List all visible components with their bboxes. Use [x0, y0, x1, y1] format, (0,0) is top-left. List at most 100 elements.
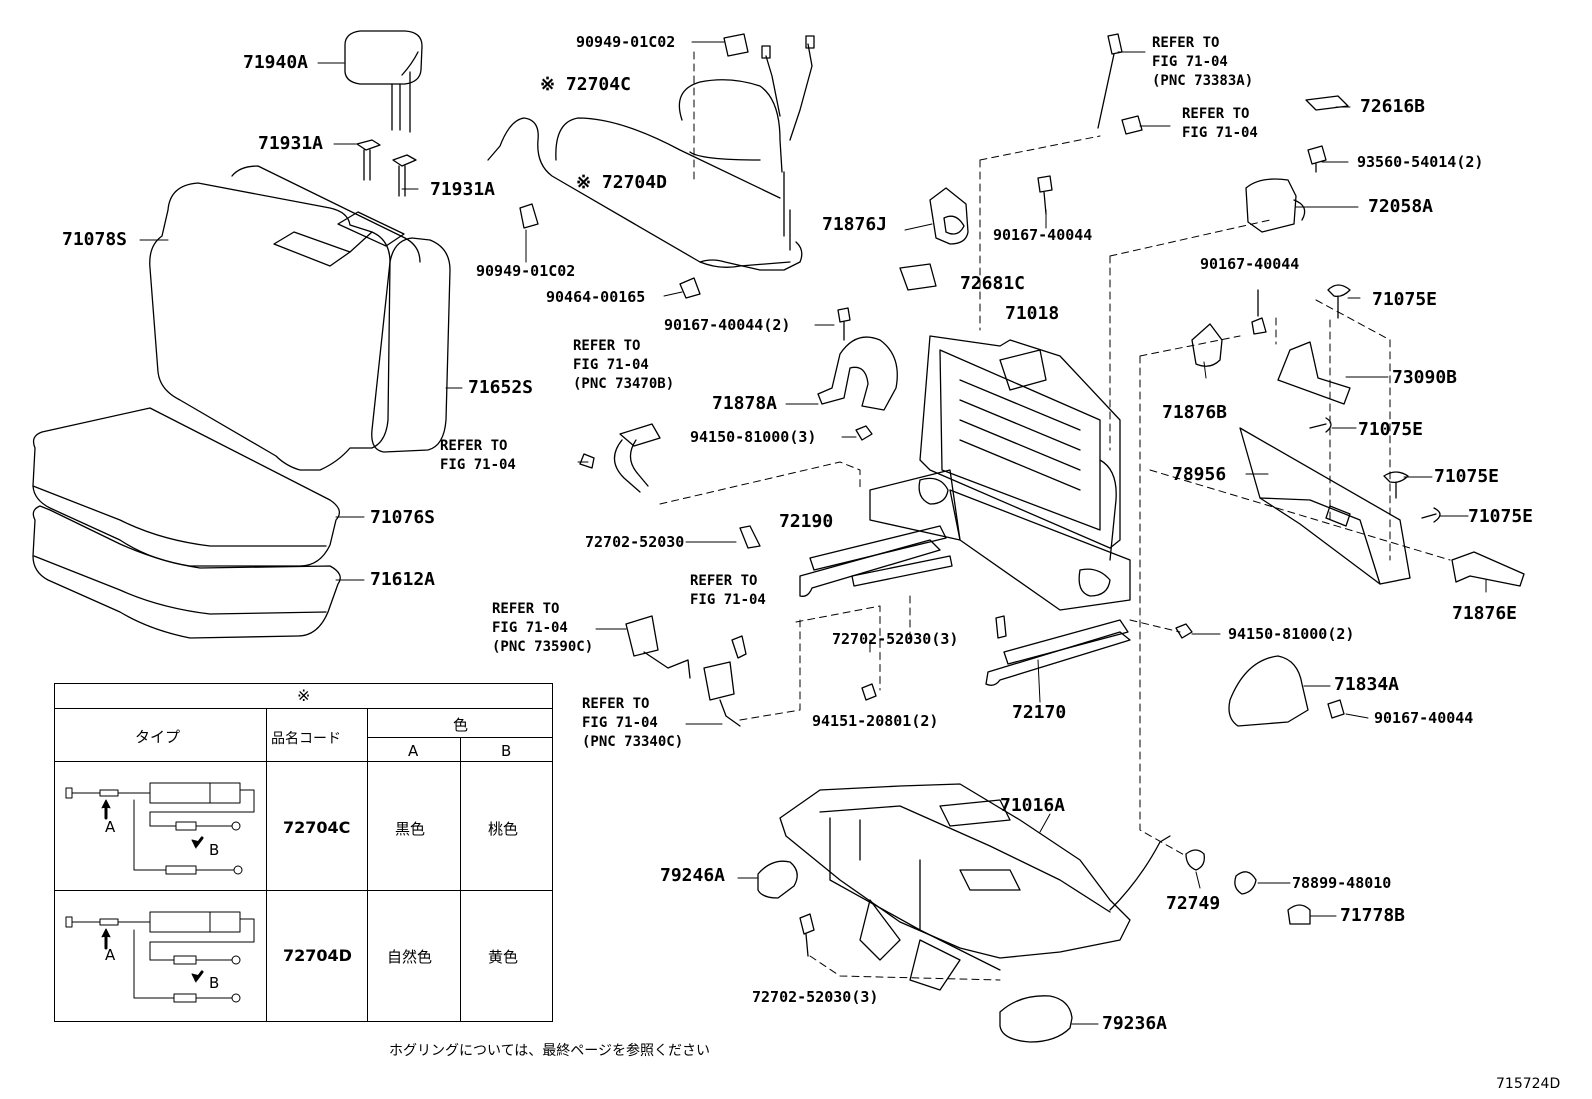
part-label-71075E-4: 71075E — [1468, 506, 1534, 527]
legend-header-type: タイプ — [135, 728, 181, 746]
seat-cushion-71076S — [32, 407, 341, 567]
refer-to-fig-71-04-mid[interactable]: REFER TO FIG 71-04 — [690, 573, 766, 608]
legend-header-code: 品名コード — [271, 731, 341, 747]
legend-mark-a-row2: A — [105, 946, 116, 964]
part-label-79246A: 79246A — [660, 865, 726, 886]
plate-72616B — [1305, 95, 1349, 111]
part-label-78899: 78899-48010 — [1292, 874, 1392, 892]
cover-72681C — [899, 263, 937, 291]
seat-rail-72190 — [739, 525, 953, 597]
legend-rule — [55, 761, 552, 762]
screw-93560 — [1307, 145, 1327, 173]
part-label-72704C: ※ 72704C — [540, 74, 631, 95]
legend-rule — [55, 890, 552, 891]
legend-rule — [55, 708, 552, 709]
bracket-73090B — [1277, 341, 1351, 405]
legend-rule — [367, 737, 552, 738]
part-label-71075E-2: 71075E — [1358, 419, 1424, 440]
part-label-78956: 78956 — [1172, 464, 1227, 485]
part-label-71018: 71018 — [1005, 303, 1060, 324]
part-label-71876B: 71876B — [1162, 402, 1228, 423]
part-label-71876J: 71876J — [822, 214, 888, 235]
legend-rule — [266, 708, 267, 1021]
part-label-71612A: 71612A — [370, 569, 436, 590]
headrest-guide-71931A — [356, 139, 417, 197]
part-label-90167-b: 90167-40044 — [1200, 255, 1300, 273]
part-label-90949-bottom: 90949-01C02 — [476, 262, 576, 280]
cover-79236A — [999, 995, 1073, 1043]
refer-to-73590C[interactable]: REFER TO FIG 71-04 (PNC 73590C) — [492, 601, 594, 655]
seatback-71078S — [149, 165, 421, 471]
legend-color-b-row1: 桃色 — [488, 820, 519, 838]
part-label-72702-a: 72702-52030 — [585, 533, 685, 551]
part-label-94150-x2: 94150-81000(2) — [1228, 625, 1355, 643]
part-label-79236A: 79236A — [1102, 1013, 1168, 1034]
part-label-72702-x3-b: 72702-52030(3) — [752, 988, 879, 1006]
legend-color-a-row2: 自然色 — [387, 948, 433, 966]
refer-to-73470B[interactable]: REFER TO FIG 71-04 (PNC 73470B) — [573, 338, 675, 392]
refer-to-fig-71-04-left[interactable]: REFER TO FIG 71-04 — [440, 438, 516, 473]
refer-to-73340C[interactable]: REFER TO FIG 71-04 (PNC 73340C) — [582, 696, 684, 750]
part-label-71834A: 71834A — [1334, 674, 1400, 695]
part-label-90167-x2: 90167-40044(2) — [664, 316, 791, 334]
legend-type-icon-72704D — [65, 911, 255, 1003]
part-label-94151-x2: 94151-20801(2) — [812, 712, 939, 730]
part-label-94150-x3: 94150-81000(3) — [690, 428, 817, 446]
part-label-71940A: 71940A — [243, 52, 309, 73]
legend-header-color: 色 — [453, 716, 469, 734]
part-label-71876E: 71876E — [1452, 603, 1518, 624]
part-label-72616B: 72616B — [1360, 96, 1426, 117]
legend-mark-b-row1: B — [209, 841, 220, 859]
rail-78956 — [1239, 427, 1411, 585]
cover-72058A — [1245, 178, 1306, 233]
refer-to-fig-71-04-top[interactable]: REFER TO FIG 71-04 — [1182, 106, 1258, 141]
seatbelt-73470B — [579, 423, 661, 493]
refer-to-73383A[interactable]: REFER TO FIG 71-04 (PNC 73383A) — [1152, 35, 1254, 89]
bracket-71878A — [817, 307, 898, 411]
headrest-71940A — [344, 30, 423, 133]
leader-lines — [139, 41, 1487, 1025]
buckle-73590C — [625, 615, 691, 679]
part-label-71076S: 71076S — [370, 507, 436, 528]
cover-71834A — [1228, 655, 1345, 727]
nuts — [855, 425, 1193, 701]
seat-frame-71018 — [869, 335, 1131, 611]
part-label-73090B: 73090B — [1392, 367, 1458, 388]
part-label-93560: 93560-54014(2) — [1357, 153, 1484, 171]
part-label-71878A: 71878A — [712, 393, 778, 414]
part-label-72058A: 72058A — [1368, 196, 1434, 217]
part-label-72681C: 72681C — [960, 273, 1026, 294]
legend-mark-a-row1: A — [105, 818, 116, 836]
legend-rule — [460, 737, 461, 1021]
legend-color-a-row1: 黒色 — [395, 820, 426, 838]
bolt-90167-b — [1251, 289, 1267, 335]
legend-color-b-row2: 黄色 — [488, 948, 519, 966]
part-label-90167-c: 90167-40044 — [1374, 709, 1474, 727]
legend-header-color-b: B — [501, 742, 512, 760]
part-label-71016A: 71016A — [1000, 795, 1066, 816]
part-label-71778B: 71778B — [1340, 905, 1406, 926]
cover-79246A — [757, 860, 798, 899]
bracket-71876B — [1191, 323, 1223, 367]
part-label-71931A-2: 71931A — [430, 179, 496, 200]
seat-pan-71016A — [779, 783, 1171, 991]
bolt-90167-a — [1037, 175, 1053, 215]
legend-code-row2: 72704D — [283, 946, 352, 965]
part-label-72702-x3-a: 72702-52030(3) — [832, 630, 959, 648]
seatback-71652S — [337, 211, 451, 453]
buckle-73340C — [703, 635, 747, 727]
part-label-72749: 72749 — [1166, 893, 1221, 914]
figure-id: 715724D — [1496, 1076, 1561, 1092]
legend-header-color-a: A — [408, 742, 419, 760]
wire-harness-72704 — [487, 33, 815, 299]
seat-cushion-71612A — [32, 505, 341, 639]
legend-title: ※ — [297, 686, 311, 705]
part-label-71931A: 71931A — [258, 133, 324, 154]
part-label-72190: 72190 — [779, 511, 834, 532]
dashed-guide-lines — [659, 51, 1451, 981]
part-label-71075E-3: 71075E — [1434, 466, 1500, 487]
legend-code-row1: 72704C — [283, 818, 351, 837]
legend-rule — [367, 708, 368, 1021]
bracket-71876J — [929, 187, 969, 245]
seat-rail-72170 — [985, 615, 1131, 686]
